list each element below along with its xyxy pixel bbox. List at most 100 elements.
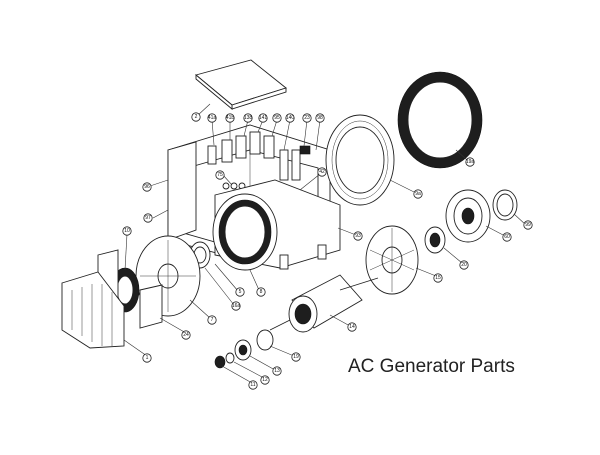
callout-label: 95: [274, 115, 280, 121]
callout-label: 42: [319, 169, 325, 175]
callout-label: 99: [525, 222, 531, 228]
callout-label: 16a: [232, 303, 241, 309]
callout-label: 1: [146, 355, 149, 361]
callout-label: 60: [504, 234, 510, 240]
callout-circle: [122, 226, 132, 236]
callout-label: 5: [239, 289, 242, 295]
callout-label: 15: [435, 275, 441, 281]
callout-circle: [248, 380, 258, 390]
callout-10: 10: [122, 226, 132, 236]
diagram-title: AC Generator Parts: [348, 356, 515, 377]
callout-label: 23: [304, 115, 310, 121]
callout-label: 11: [250, 382, 255, 388]
callout-label: 7: [211, 317, 214, 323]
callout-16a: 16a: [231, 301, 241, 311]
callout-circle: [215, 170, 225, 180]
callout-label: 93: [355, 233, 361, 239]
main-rotor: [269, 274, 379, 333]
callout-circle: [315, 113, 325, 123]
callout-98: 98: [315, 113, 325, 123]
callout-circle: [243, 113, 253, 123]
callout-label: 2: [195, 114, 198, 120]
callout-19: 19: [291, 352, 301, 362]
callout-label: 19: [293, 354, 299, 360]
callout-13: 13: [272, 366, 282, 376]
top-cover-plate: [195, 59, 287, 110]
side-plate-left: [167, 141, 197, 241]
callout-label: 41a: [208, 115, 217, 121]
callout-circle: [258, 113, 268, 123]
callout-circle: [347, 322, 357, 332]
callout-circle: [207, 113, 217, 123]
callout-circle: [142, 182, 152, 192]
exciter-stator: [445, 189, 491, 243]
callout-11: 11: [248, 380, 258, 390]
callout-label: 10: [124, 228, 130, 234]
callout-circle: [143, 213, 153, 223]
callout-label: 9a: [415, 191, 421, 197]
callout-20: 20: [459, 260, 469, 270]
callout-19a: 19a: [465, 157, 475, 167]
callout-15: 15: [433, 273, 443, 283]
callout-circle: [285, 113, 295, 123]
callout-label: 20: [461, 262, 467, 268]
callout-circle: [235, 287, 245, 297]
callout-label: 98: [317, 115, 323, 121]
callout-circle: [459, 260, 469, 270]
callout-label: 96: [144, 184, 150, 190]
callout-label: 141: [259, 115, 268, 121]
callout-label: 19a: [466, 159, 475, 165]
callout-circle: [433, 273, 443, 283]
callout-60: 60: [502, 232, 512, 242]
callout-96: 96: [142, 182, 152, 192]
callout-label: 97: [145, 215, 151, 221]
callout-1: 1: [142, 353, 152, 363]
callout-label: 138: [244, 115, 253, 121]
callout-label: 14: [349, 324, 355, 330]
callout-23: 23: [302, 113, 312, 123]
callout-12: 12: [260, 375, 270, 385]
callout-label: 12: [262, 377, 268, 383]
callout-circle: [256, 287, 266, 297]
end-bracket-ring: [325, 114, 395, 206]
callout-41a: 41a: [207, 113, 217, 123]
callout-circle: [272, 113, 282, 123]
exciter-rotor: [424, 226, 446, 254]
callout-circle: [413, 189, 423, 199]
callout-24: 24: [181, 330, 191, 340]
callout-label: 24: [183, 332, 189, 338]
callout-circle: [225, 113, 235, 123]
callout-circle: [231, 301, 241, 311]
callout-label: 8: [260, 289, 263, 295]
callout-circle: [207, 315, 217, 325]
callout-circle: [502, 232, 512, 242]
callout-circle: [260, 375, 270, 385]
callout-75: 75: [215, 170, 225, 180]
callout-7: 7: [207, 315, 217, 325]
bearing-parts: [214, 329, 274, 369]
callout-circle: [191, 112, 201, 122]
callout-circle: [302, 113, 312, 123]
callout-2: 2: [191, 112, 201, 122]
callout-5: 5: [235, 287, 245, 297]
rectifier-ring: [492, 189, 518, 221]
callout-8: 8: [256, 287, 266, 297]
stator-housing: [212, 179, 341, 271]
callout-circle: [317, 167, 327, 177]
callout-141: 141: [258, 113, 268, 123]
callout-label: 13: [274, 368, 280, 374]
leader-lines: [123, 103, 527, 384]
callout-99: 99: [523, 220, 533, 230]
callout-circle: [181, 330, 191, 340]
callout-circle: [142, 353, 152, 363]
callout-label: 140: [286, 115, 295, 121]
perforated-end-cover: [61, 271, 125, 349]
callout-93: 93: [353, 231, 363, 241]
louvered-cover: [397, 71, 483, 169]
callout-label: 75: [217, 172, 223, 178]
callout-9a: 9a: [413, 189, 423, 199]
callout-circle: [353, 231, 363, 241]
